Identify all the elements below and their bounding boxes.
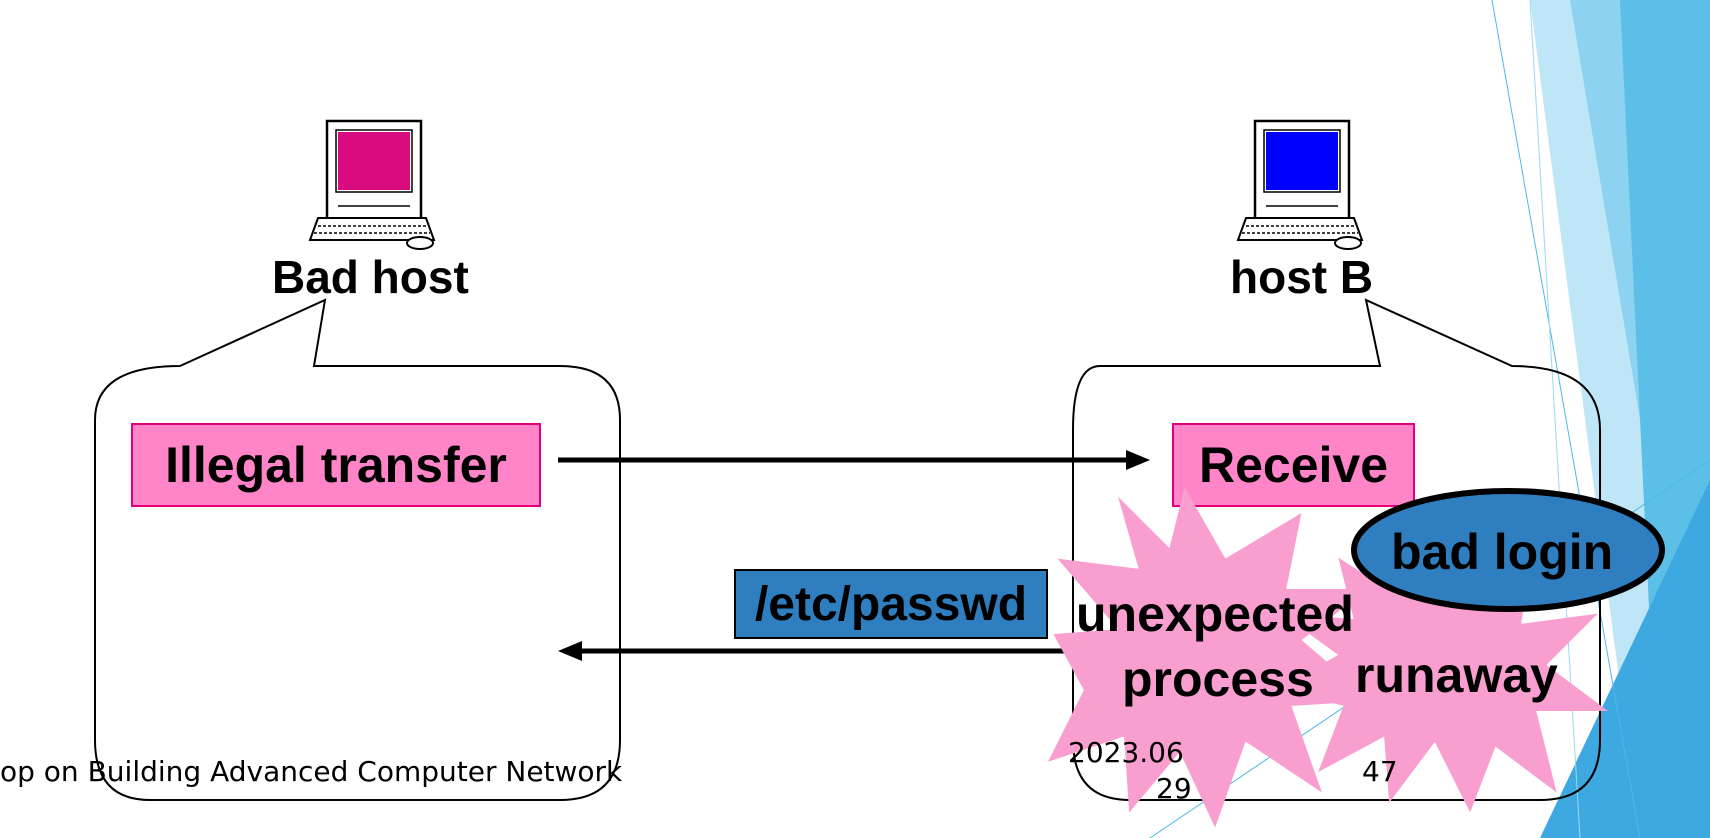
footer-date-line1: 2023.06 bbox=[1068, 736, 1184, 769]
process-label: process bbox=[1122, 651, 1314, 707]
footer-date-line2: 29 bbox=[1156, 772, 1192, 805]
illegal-transfer-box: Illegal transfer bbox=[131, 423, 541, 507]
host-b-label: host B bbox=[1230, 251, 1374, 303]
transfer-arrowhead bbox=[1126, 450, 1150, 470]
runaway-label: runaway bbox=[1355, 647, 1558, 703]
footer-workshop-title: op on Building Advanced Computer Network bbox=[0, 755, 623, 788]
unexpected-process-burst bbox=[1048, 487, 1373, 828]
bad-host-bubble bbox=[94, 298, 621, 801]
host-b-bubble bbox=[1072, 298, 1601, 801]
bad-login-label: bad login bbox=[1391, 524, 1614, 580]
bad-host-label: Bad host bbox=[272, 251, 469, 303]
footer-page-number: 47 bbox=[1362, 755, 1398, 788]
unexpected-label: unexpected bbox=[1076, 586, 1354, 642]
bad-login-ellipse bbox=[1351, 488, 1665, 612]
passwd-file-label: /etc/passwd bbox=[734, 569, 1048, 639]
return-arrowhead bbox=[558, 641, 582, 661]
receive-box: Receive bbox=[1172, 423, 1415, 507]
